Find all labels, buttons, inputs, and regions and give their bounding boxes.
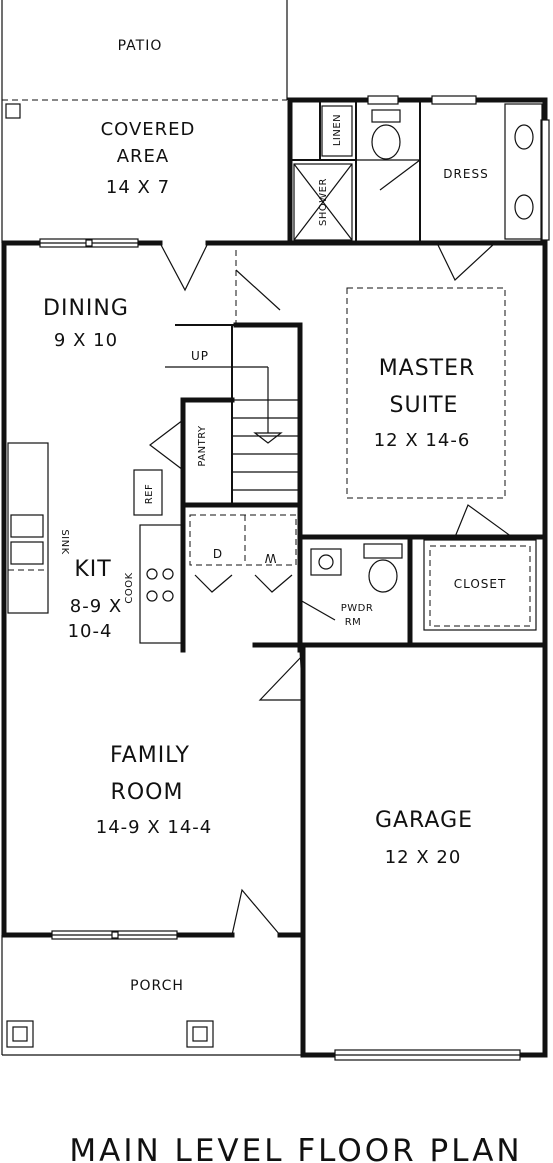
- patio-area: [1, 0, 288, 243]
- family-room-label: FAMILY: [110, 743, 190, 768]
- kit-dim-2: 10-4: [68, 621, 113, 642]
- powder-room-label: PWDR: [341, 603, 374, 614]
- garage-label: GARAGE: [375, 808, 473, 833]
- porch-post-right-icon: [186, 1020, 214, 1048]
- ref-label: REF: [144, 484, 155, 505]
- cook-label: COOK: [124, 572, 135, 603]
- porch-post-left-icon: [6, 1020, 34, 1048]
- powder-room-label-2: RM: [345, 617, 362, 628]
- covered-area-label: COVERED: [101, 119, 196, 140]
- porch-label: PORCH: [130, 978, 184, 994]
- shower-label: SHOWER: [318, 178, 329, 226]
- dining-kitchen: [7, 242, 303, 653]
- closet-label: CLOSET: [454, 577, 507, 591]
- master-suite: [252, 287, 548, 648]
- master-bath: [287, 100, 548, 281]
- stair-treads: [232, 399, 300, 491]
- family-garage: [231, 649, 304, 936]
- windows: [39, 95, 550, 1061]
- master-suite-dim: 12 X 14-6: [374, 430, 471, 451]
- plan-title: MAIN LEVEL FLOOR PLAN: [69, 1133, 522, 1163]
- dining-dim: 9 X 10: [54, 330, 118, 351]
- stair-up-label: UP: [191, 349, 209, 363]
- patio-label: PATIO: [118, 38, 163, 54]
- linen-label: LINEN: [332, 114, 343, 146]
- kit-label: KIT: [74, 557, 111, 582]
- master-suite-label: MASTER: [379, 356, 476, 381]
- garage-dim: 12 X 20: [385, 847, 462, 868]
- porch-area: [1, 935, 303, 1056]
- covered-area-label-2: AREA: [117, 146, 170, 167]
- washer-label: W: [264, 551, 277, 565]
- kit-dim: 8-9 X: [70, 596, 122, 617]
- family-room-label-2: ROOM: [111, 780, 184, 805]
- dining-label: DINING: [43, 296, 129, 321]
- sink-label: SINK: [59, 529, 70, 554]
- dryer-label: D: [213, 547, 223, 561]
- post-icon: [5, 103, 21, 119]
- covered-area-dim: 14 X 7: [106, 177, 170, 198]
- pantry-label: PANTRY: [197, 425, 208, 467]
- master-suite-label-2: SUITE: [390, 393, 459, 418]
- dress-label: DRESS: [443, 167, 488, 181]
- family-room-dim: 14-9 X 14-4: [96, 817, 212, 838]
